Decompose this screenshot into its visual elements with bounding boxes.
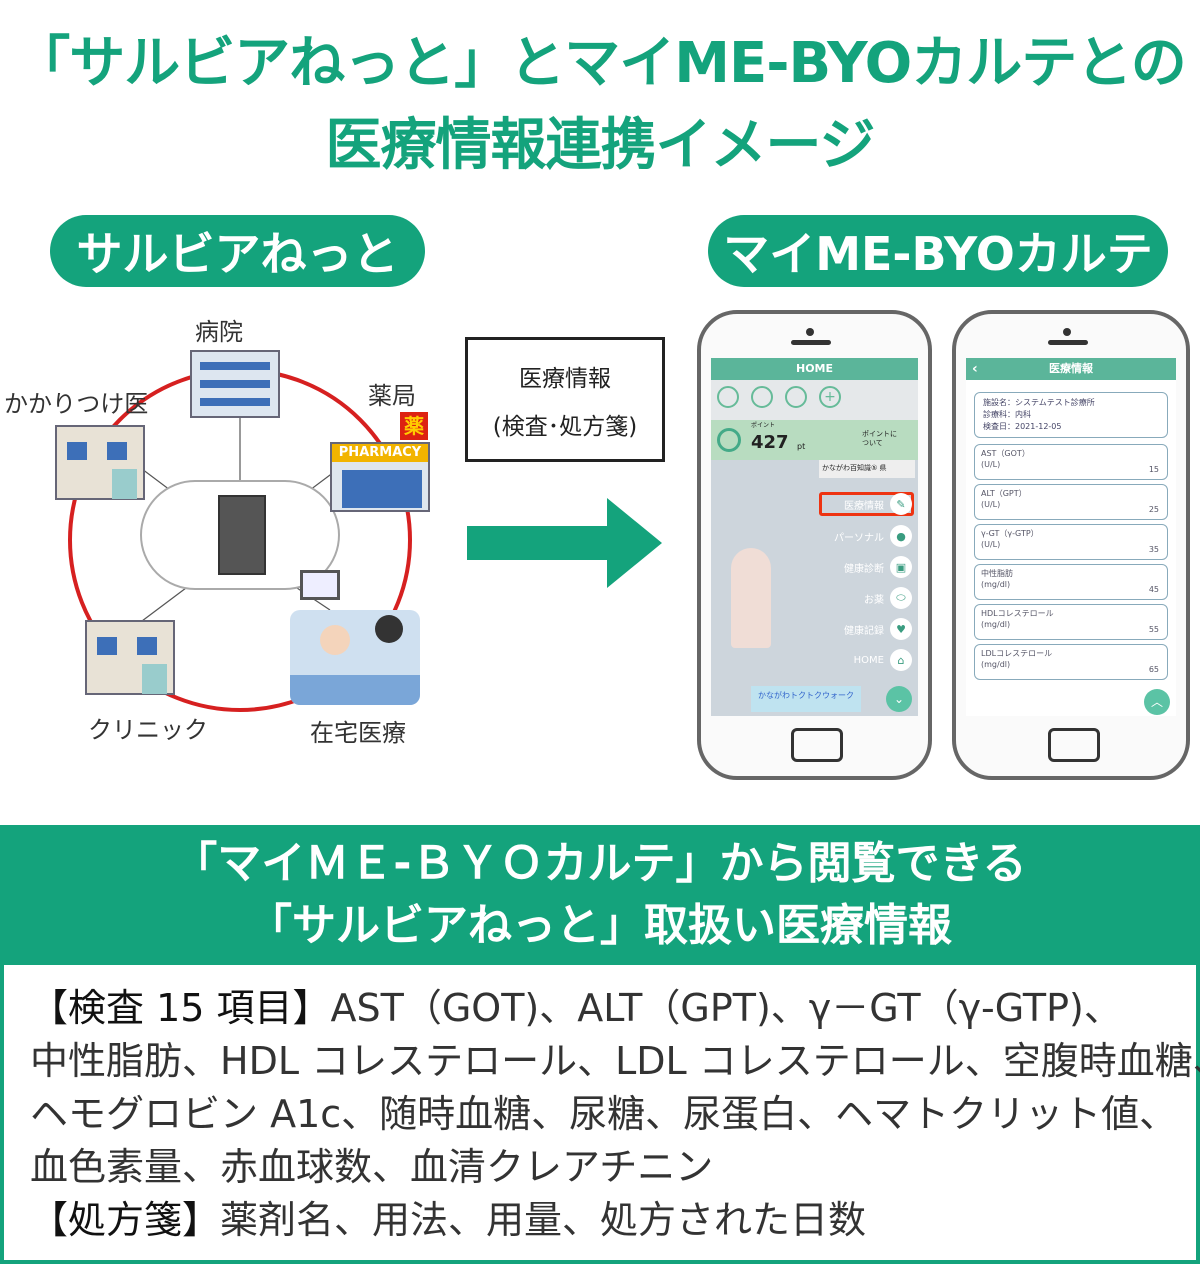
facility-card: 施設名：システムテスト診療所診療科：内科検査日：2021-12-05: [974, 392, 1168, 438]
medical-info-header: ‹医療情報: [966, 358, 1176, 380]
family-doctor-building-icon: [55, 425, 145, 500]
ad-banner[interactable]: かながわトクトクウォーク: [751, 686, 861, 712]
notice: かながわ百知識⑤ 県: [819, 460, 915, 478]
chevron-down-icon[interactable]: ⌄: [886, 686, 912, 712]
character-illustration: [731, 548, 771, 648]
prescription-label: 【処方箋】: [30, 1198, 221, 1242]
avatar-row: +: [711, 380, 918, 420]
capsule-icon: ⬭: [890, 587, 912, 609]
menu-medicine[interactable]: お薬⬭: [864, 587, 912, 609]
banner-line2: 「サルビアねっと」取扱い医療情報: [248, 900, 952, 951]
result-item[interactable]: ALT（GPT）(U/L)25: [974, 484, 1168, 520]
network-diagram: 薬 PHARMACY 病院 かかりつけ医 薬局 クリニック 在宅医療: [0, 300, 460, 760]
exam-line: 血色素量、赤血球数、血清クレアチニン: [30, 1145, 714, 1189]
back-chevron-icon[interactable]: ‹: [972, 361, 978, 377]
menu-health-checkup[interactable]: 健康診断▣: [844, 556, 912, 578]
arrow-right-icon: [467, 498, 662, 588]
pharmacy-label: 薬局: [368, 382, 416, 410]
clipboard-icon: ▣: [890, 556, 912, 578]
points-label: ポイント: [751, 422, 776, 429]
banner-line1: 「マイＭＥ-ＢＹＯカルテ」から閲覧できる: [173, 838, 1027, 889]
info-box-title: 医療情報: [519, 365, 611, 392]
add-icon[interactable]: +: [819, 386, 841, 408]
result-item[interactable]: AST（GOT）(U/L)15: [974, 444, 1168, 480]
highlight-box: [819, 492, 914, 516]
pharmacy-building-icon: PHARMACY: [330, 442, 430, 512]
home-care-label: 在宅医療: [310, 719, 406, 747]
info-banner: 「マイＭＥ-ＢＹＯカルテ」から閲覧できる 「サルビアねっと」取扱い医療情報: [0, 825, 1200, 965]
home-button[interactable]: [791, 728, 843, 762]
points-value: 427: [751, 432, 789, 453]
exam-line: 【検査 15 項目】AST（GOT)、ALT（GPT)、γ－GT（γ-GTP)、: [30, 986, 1122, 1030]
clinic-building-icon: [85, 620, 175, 695]
result-list: AST（GOT）(U/L)15 ALT（GPT）(U/L)25 γ-GT（γ-G…: [966, 444, 1176, 680]
hospital-icon: [190, 350, 280, 418]
medical-info-list: 【検査 15 項目】AST（GOT)、ALT（GPT)、γ－GT（γ-GTP)、…: [0, 962, 1200, 1264]
page-subtitle: 医療情報連携イメージ: [325, 113, 876, 178]
pharmacy-mark: 薬: [400, 412, 428, 440]
exam-line: ヘモグロビン A1c、随時血糖、尿糖、尿蛋白、ヘマトクリット値、: [30, 1092, 1178, 1136]
monitor-icon: [300, 570, 340, 600]
my-me-byo-pill: マイME-BYOカルテ: [708, 215, 1168, 287]
server-icon: [218, 495, 266, 575]
points-about-link[interactable]: ポイントについて: [862, 430, 897, 447]
points-unit: pt: [797, 442, 806, 451]
menu-personal[interactable]: パーソナル●: [834, 525, 912, 547]
home-header: HOME: [711, 358, 918, 380]
phone-home: HOME + ポイント 427 pt ポイントについて かながわ百知識⑤ 県 医…: [697, 310, 932, 780]
pharmacy-sign: PHARMACY: [332, 444, 428, 462]
hospital-label: 病院: [195, 318, 243, 346]
person-icon: ●: [890, 525, 912, 547]
result-item[interactable]: 中性脂肪(mg/dl)45: [974, 564, 1168, 600]
home-icon: ⌂: [890, 649, 912, 671]
result-item[interactable]: γ-GT（γ-GTP）(U/L)35: [974, 524, 1168, 560]
home-care-illustration: [290, 610, 420, 705]
page-title: 「サルビアねっと」とマイME-BYOカルテとの: [14, 31, 1186, 96]
scroll-top-chevron-icon[interactable]: ︿: [1144, 689, 1170, 715]
menu-home[interactable]: HOME⌂: [854, 649, 912, 671]
result-item[interactable]: LDLコレステロール(mg/dl)65: [974, 644, 1168, 680]
menu-health-record[interactable]: 健康記録♥: [844, 618, 912, 640]
salvia-net-pill: サルビアねっと: [50, 215, 425, 287]
info-box-detail: (検査･処方箋): [492, 413, 638, 440]
phone-medical-info: ‹医療情報 施設名：システムテスト診療所診療科：内科検査日：2021-12-05…: [952, 310, 1190, 780]
clinic-label: クリニック: [88, 716, 208, 744]
medical-info-box: 医療情報 (検査･処方箋): [465, 337, 665, 462]
exam-line: 中性脂肪、HDL コレステロール、LDL コレステロール、空腹時血糖、: [30, 1039, 1200, 1083]
menu-medical-info[interactable]: 医療情報✎: [844, 493, 912, 515]
exam-label: 【検査 15 項目】: [30, 986, 331, 1030]
pill-icon: ✎: [890, 493, 912, 515]
prescription-line: 【処方箋】薬剤名、用法、用量、処方された日数: [30, 1198, 867, 1242]
result-item[interactable]: HDLコレステロール(mg/dl)55: [974, 604, 1168, 640]
family-doctor-label: かかりつけ医: [4, 390, 149, 418]
points-bar[interactable]: ポイント 427 pt ポイントについて: [711, 420, 918, 460]
heart-icon: ♥: [890, 618, 912, 640]
home-button[interactable]: [1048, 728, 1100, 762]
